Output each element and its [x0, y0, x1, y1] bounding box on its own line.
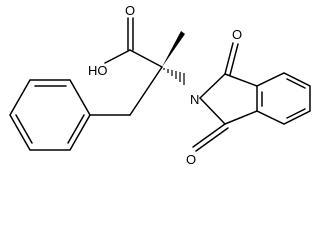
bond-top-imide-c-o-2 — [229, 43, 239, 76]
phenyl-inner-double-2 — [15, 114, 33, 144]
bond-top-carbonyl-to-aromatic — [224, 73, 258, 87]
bond-alpha-to-benzylic-ch2 — [129, 66, 163, 116]
bond-carboxyl-c-oh — [104, 49, 131, 64]
fused-benzene-inner-double-2 — [286, 78, 306, 89]
bond-bottom-imide-c-o-2 — [195, 127, 229, 152]
fused-benzene-inner-double-3 — [286, 108, 306, 119]
bond-n-c-bottom — [199, 97, 226, 125]
atom-label-acid-carbonyl-oxygen: O — [125, 3, 135, 18]
atom-label-nitrogen: N — [190, 92, 199, 107]
hashed-wedge-bond-to-nitrogen — [163, 68, 185, 85]
atom-label-hydroxyl: HO — [88, 63, 108, 78]
fused-benzene-ring — [256, 72, 311, 125]
phenyl-ring — [9, 79, 91, 151]
bond-bottom-imide-c-o-1 — [192, 123, 226, 148]
molecule-structure: O HO O N O — [9, 3, 311, 167]
bond-bottom-carbonyl-to-aromatic — [224, 110, 258, 125]
bond-top-imide-c-o-1 — [224, 42, 234, 75]
atom-label-bottom-imide-oxygen: O — [186, 152, 196, 167]
atom-label-top-imide-oxygen: O — [232, 27, 242, 42]
bond-carboxyl-c-alpha — [129, 49, 163, 68]
molecule-canvas: O HO O N O — [9, 3, 311, 167]
bond-n-c-top — [199, 73, 226, 99]
wedge-bond-methyl — [162, 31, 185, 67]
phenyl-inner-double-3 — [67, 114, 85, 144]
